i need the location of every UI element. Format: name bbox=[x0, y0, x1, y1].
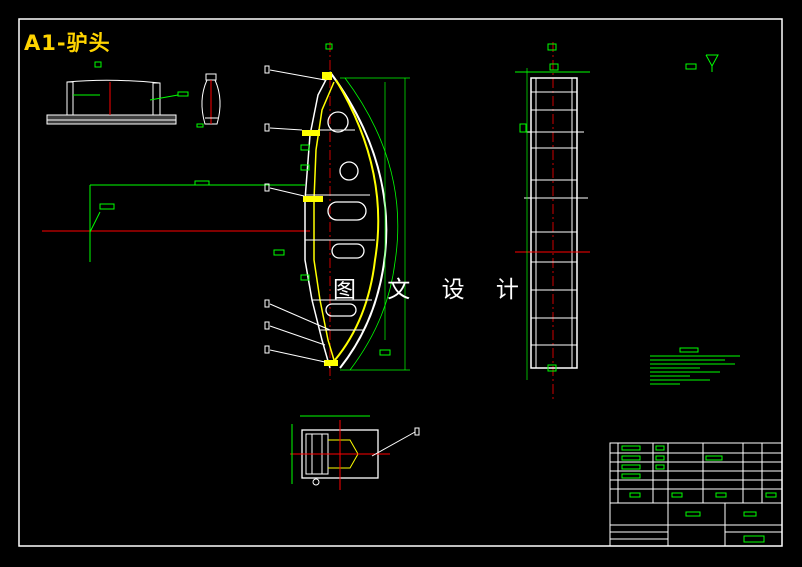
horsehead-side-view bbox=[515, 42, 590, 400]
watermark-text: 图 文 设 计 bbox=[333, 277, 531, 303]
main-dimensions bbox=[42, 180, 310, 262]
drawing-title: A1-驴头 bbox=[24, 31, 111, 55]
title-block bbox=[609, 442, 783, 547]
horsehead-main-view bbox=[264, 42, 410, 380]
roughness-symbol bbox=[685, 54, 719, 72]
detail-lug-profile bbox=[196, 73, 221, 128]
technical-notes bbox=[650, 347, 740, 385]
detail-hinge-plan bbox=[290, 415, 420, 490]
detail-weld-section bbox=[46, 61, 189, 125]
drawing-frame bbox=[18, 18, 783, 547]
